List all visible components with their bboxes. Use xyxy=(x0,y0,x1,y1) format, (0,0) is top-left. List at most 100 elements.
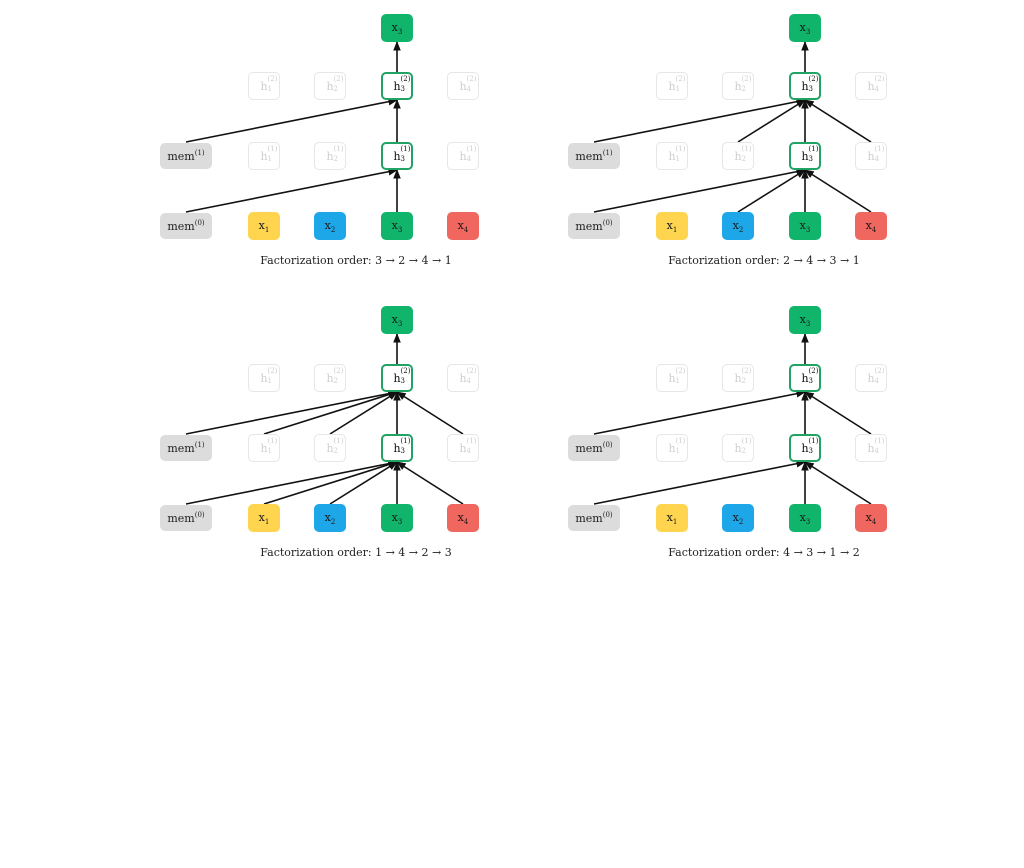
hidden-state-label: h(2)3 xyxy=(801,74,819,93)
token-label: x3 xyxy=(799,20,811,36)
hidden-state-label: h(1)1 xyxy=(260,144,278,163)
token-label: x4 xyxy=(865,218,877,234)
edge-mem1-to-h2-3 xyxy=(593,389,806,435)
hidden-state-label: h(2)2 xyxy=(326,366,344,385)
hidden-l1-1: h(1)1 xyxy=(656,142,688,170)
input-token-x1: x1 xyxy=(248,504,280,532)
caption-order-3241: Factorization order: 3 → 2 → 4 → 1 xyxy=(260,254,452,267)
memory-label: mem(0) xyxy=(575,511,613,525)
memory-label: mem(1) xyxy=(575,149,613,163)
edge-mem0-to-h1-3 xyxy=(593,459,806,505)
hidden-l2-3: h(2)3 xyxy=(789,364,821,392)
hidden-l2-3: h(2)3 xyxy=(381,72,413,100)
memory-label: mem(0) xyxy=(167,219,205,233)
hidden-l2-3: h(2)3 xyxy=(789,72,821,100)
edge-x2-to-h1-3 xyxy=(737,169,806,213)
output-token-x3: x3 xyxy=(789,14,821,42)
hidden-l1-1: h(1)1 xyxy=(248,434,280,462)
hidden-state-label: h(2)1 xyxy=(668,366,686,385)
memory-label: mem(0) xyxy=(575,219,613,233)
token-label: x1 xyxy=(258,510,270,526)
edges-layer xyxy=(593,333,872,505)
hidden-l2-4: h(2)4 xyxy=(855,72,887,100)
hidden-l2-2: h(2)2 xyxy=(314,72,346,100)
token-label: x2 xyxy=(732,218,744,234)
token-label: x3 xyxy=(391,20,403,36)
input-token-x4: x4 xyxy=(855,212,887,240)
hidden-l2-1: h(2)1 xyxy=(656,364,688,392)
memory-label: mem(1) xyxy=(167,441,205,455)
hidden-state-label: h(1)3 xyxy=(801,144,819,163)
hidden-l2-1: h(2)1 xyxy=(248,72,280,100)
token-label: x3 xyxy=(799,218,811,234)
hidden-l1-4: h(1)4 xyxy=(855,142,887,170)
hidden-l1-2: h(1)2 xyxy=(722,142,754,170)
token-label: x4 xyxy=(457,510,469,526)
hidden-state-label: h(1)1 xyxy=(668,144,686,163)
token-label: x2 xyxy=(324,218,336,234)
edge-mem0-to-h1-3 xyxy=(185,167,398,213)
memory-layer1: mem(1) xyxy=(568,143,620,169)
memory-layer0: mem(0) xyxy=(160,213,212,239)
caption-order-4312: Factorization order: 4 → 3 → 1 → 2 xyxy=(668,546,860,559)
hidden-state-label: h(1)3 xyxy=(393,436,411,455)
token-label: x3 xyxy=(799,510,811,526)
hidden-l1-3: h(1)3 xyxy=(381,142,413,170)
memory-label: mem(1) xyxy=(167,149,205,163)
input-token-x3: x3 xyxy=(381,504,413,532)
hidden-state-label: h(2)3 xyxy=(393,366,411,385)
hidden-state-label: h(2)2 xyxy=(326,74,344,93)
hidden-state-label: h(1)1 xyxy=(260,436,278,455)
hidden-state-label: h(1)2 xyxy=(734,436,752,455)
panel-order-1423: x3 h(2)1 h(2)2 h(2)3 h(2)4 mem(1) h(1)1 h(1)2 h(… xyxy=(0,292,1024,868)
hidden-l2-4: h(2)4 xyxy=(447,72,479,100)
input-token-x2: x2 xyxy=(314,212,346,240)
input-token-x3: x3 xyxy=(789,212,821,240)
hidden-state-label: h(2)4 xyxy=(459,74,477,93)
hidden-l1-3: h(1)3 xyxy=(789,142,821,170)
caption-order-1423: Factorization order: 1 → 4 → 2 → 3 xyxy=(260,546,452,559)
edge-x1-to-h1-3 xyxy=(263,460,398,505)
token-label: x3 xyxy=(391,312,403,328)
hidden-l1-4: h(1)4 xyxy=(855,434,887,462)
hidden-state-label: h(1)2 xyxy=(326,144,344,163)
hidden-state-label: h(2)3 xyxy=(801,366,819,385)
hidden-state-label: h(1)4 xyxy=(867,144,885,163)
hidden-l1-1: h(1)1 xyxy=(248,142,280,170)
edge-mem1-to-h2-3 xyxy=(593,97,806,143)
hidden-l2-2: h(2)2 xyxy=(722,364,754,392)
edge-h1_4-to-h2-3 xyxy=(804,99,872,143)
edge-h1_2-to-h2-3 xyxy=(737,99,806,143)
input-token-x1: x1 xyxy=(656,504,688,532)
hidden-state-label: h(2)4 xyxy=(459,366,477,385)
panel-order-3241: x3 h(2)1 h(2)2 h(2)3 h(2)4 mem(1) h(1)1 h(1)2 h(… xyxy=(160,14,479,267)
hidden-state-label: h(2)1 xyxy=(260,74,278,93)
hidden-l2-1: h(2)1 xyxy=(656,72,688,100)
hidden-l1-2: h(1)2 xyxy=(722,434,754,462)
token-label: x3 xyxy=(391,510,403,526)
edge-mem0-to-h1-3 xyxy=(185,459,398,505)
hidden-l1-4: h(1)4 xyxy=(447,142,479,170)
memory-layer0: mem(0) xyxy=(568,505,620,531)
token-label: x2 xyxy=(732,510,744,526)
edge-mem0-to-h1-3 xyxy=(593,167,806,213)
hidden-l2-1: h(2)1 xyxy=(248,364,280,392)
token-label: x1 xyxy=(666,510,678,526)
hidden-l1-4: h(1)4 xyxy=(447,434,479,462)
output-token-x3: x3 xyxy=(789,306,821,334)
input-token-x1: x1 xyxy=(248,212,280,240)
input-token-x2: x2 xyxy=(722,212,754,240)
memory-label: mem(0) xyxy=(167,511,205,525)
hidden-state-label: h(2)3 xyxy=(393,74,411,93)
memory-layer1: mem(0) xyxy=(568,435,620,461)
hidden-l2-2: h(2)2 xyxy=(722,72,754,100)
hidden-state-label: h(1)4 xyxy=(867,436,885,455)
memory-layer0: mem(0) xyxy=(568,213,620,239)
hidden-state-label: h(2)4 xyxy=(867,366,885,385)
input-token-x2: x2 xyxy=(722,504,754,532)
input-token-x3: x3 xyxy=(789,504,821,532)
token-label: x4 xyxy=(457,218,469,234)
edge-h1_4-to-h2-3 xyxy=(804,391,872,435)
hidden-state-label: h(1)3 xyxy=(393,144,411,163)
hidden-state-label: h(2)2 xyxy=(734,366,752,385)
